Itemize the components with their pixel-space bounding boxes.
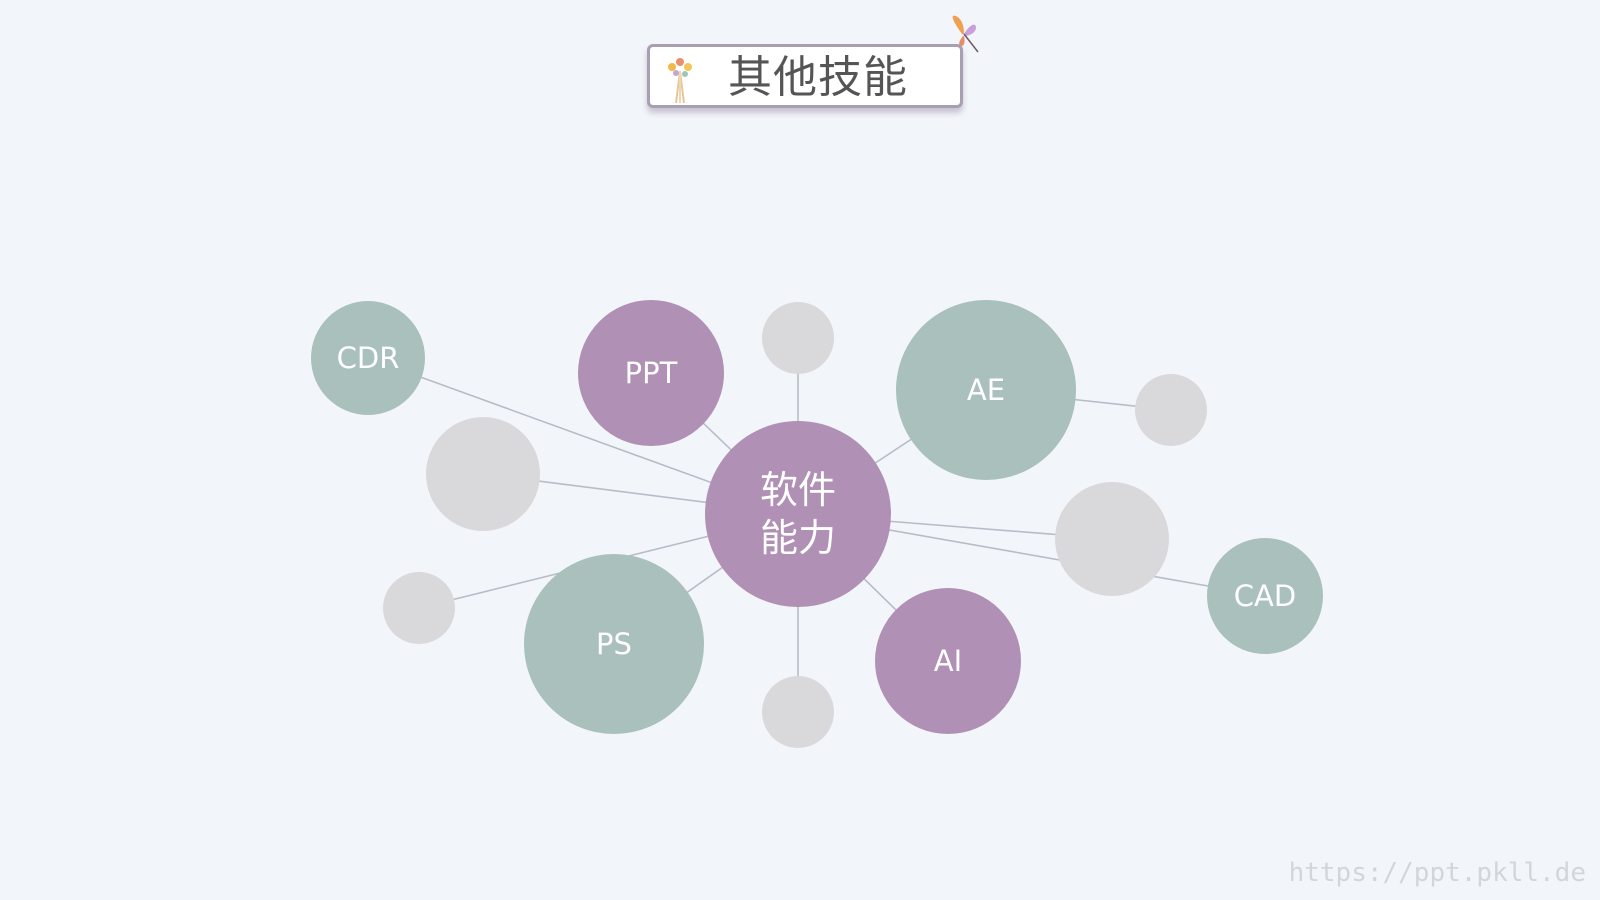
node-ai xyxy=(875,588,1021,734)
center-label-line1: 软件 xyxy=(760,468,836,512)
placeholder-node-right-small xyxy=(1135,374,1207,446)
node-ppt xyxy=(578,300,724,446)
flower-icon xyxy=(668,58,692,104)
butterfly-icon xyxy=(952,15,979,53)
node-ae xyxy=(896,300,1076,480)
title-box: 其他技能 xyxy=(647,44,963,108)
placeholder-node-top xyxy=(762,302,834,374)
node-label-cad: CAD xyxy=(1234,579,1296,613)
node-cdr xyxy=(311,301,425,415)
placeholder-node-left-large xyxy=(426,417,540,531)
node-cad xyxy=(1207,538,1323,654)
center-label-line2: 能力 xyxy=(760,516,836,560)
node-label-ppt: PPT xyxy=(625,356,678,390)
node-label-ai: AI xyxy=(934,644,962,678)
placeholder-node-left-small xyxy=(383,572,455,644)
node-labels: CDR PPT AE PS AI CAD 软件 能力 xyxy=(337,341,1297,678)
watermark-url: https://ppt.pkll.de xyxy=(1288,858,1586,888)
diagram-nodes xyxy=(311,300,1323,748)
placeholder-node-right-large xyxy=(1055,482,1169,596)
placeholder-node-bottom xyxy=(762,676,834,748)
center-node xyxy=(705,421,891,607)
node-label-cdr: CDR xyxy=(337,341,400,375)
page-title: 其他技能 xyxy=(728,52,908,103)
node-label-ae: AE xyxy=(967,373,1005,407)
node-label-ps: PS xyxy=(596,627,632,661)
node-ps xyxy=(524,554,704,734)
